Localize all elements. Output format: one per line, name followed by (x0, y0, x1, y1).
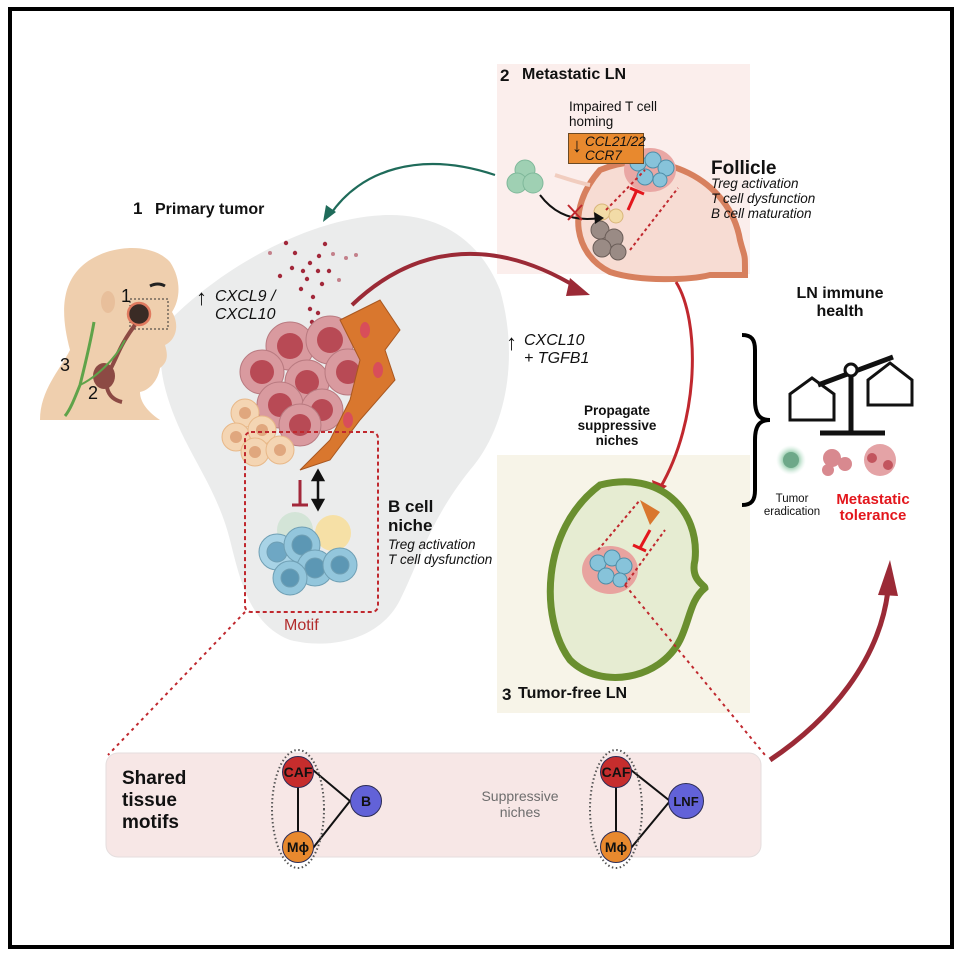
propagate-label-3: niches (595, 433, 639, 448)
gene-ccl21-22: CCL21/22 (585, 134, 646, 149)
motif-right-caf-node: CAF (600, 756, 632, 788)
downregulated-genes: CCL21/22 CCR7 (585, 134, 646, 164)
blocked-homing-arrow (539, 194, 601, 221)
gene-cxcl10-ln: CXCL10 (524, 332, 585, 349)
bidirectional-arrow (310, 468, 326, 512)
tumor-eradication-label-1: Tumor (775, 493, 809, 505)
suppressive-niches-label-1: Suppressive (481, 788, 559, 804)
propagate-arrow (658, 281, 694, 489)
tumor-free-lymph-node (546, 478, 709, 681)
metastatic-tumor-icon (822, 444, 896, 476)
metastatic-ln-number: 2 (500, 66, 510, 85)
blocked-x-icon (567, 204, 583, 221)
motif-right-mphi-node: Mϕ (600, 831, 632, 863)
balance-title-1: LN immune (796, 285, 884, 302)
gene-cxcl9: CXCL9 / (215, 288, 276, 305)
follicle-title: Follicle (711, 158, 777, 179)
gene-ccr7: CCR7 (585, 148, 622, 164)
head-label-1: 1 (121, 286, 132, 306)
homing-note-2: homing (569, 114, 614, 129)
balance-title-2: health (816, 303, 864, 320)
t-cell-return-arrow (329, 163, 496, 216)
figure-frame (8, 7, 954, 949)
tumor-cell-cluster (239, 315, 372, 447)
metastatic-tolerance-label-2: tolerance (839, 507, 907, 524)
metastasis-arrow (350, 251, 580, 307)
tolerance-arrow (768, 589, 891, 763)
up-arrow-icon: ↑ (196, 285, 207, 310)
teal-arrowhead (323, 205, 336, 222)
motif-right-lnf-node: LNF (668, 783, 704, 819)
follicle-effect-tcell: T cell dysfunction (711, 191, 816, 206)
chemokine-dots (268, 240, 358, 325)
up-arrow-icon-2: ↑ (506, 330, 517, 355)
metastatic-tolerance-label-1: Metastatic (836, 491, 910, 508)
tumor-free-ln-number: 3 (502, 685, 512, 704)
follicle-effect-bcell: B cell maturation (711, 206, 812, 221)
motif-network-right-edges (615, 769, 671, 849)
homing-note-1: Impaired T cell (569, 99, 658, 114)
gene-tgfb1: + TGFB1 (524, 350, 590, 367)
metastasis-arrowhead (566, 278, 590, 296)
follicle-effect-treg: Treg activation (711, 176, 799, 191)
shared-motifs-panel (105, 752, 762, 858)
b-cell-niche-title-2: niche (388, 516, 433, 535)
motif-connector-right (624, 584, 766, 756)
balance-scale-icon (788, 354, 914, 436)
tumor-eradication-label-2: eradication (763, 506, 821, 518)
motif-label: Motif (284, 617, 319, 634)
downregulated-genes-box: ↓ CCL21/22 CCR7 (568, 133, 646, 164)
primary-tumor-title: Primary tumor (155, 201, 265, 218)
motif-left-caf-node: CAF (282, 756, 314, 788)
down-arrow-icon: ↓ (572, 135, 582, 157)
motif-right-grouping (589, 749, 643, 869)
primary-tumor-number: 1 (133, 199, 143, 218)
motifs-title-3: motifs (122, 812, 179, 833)
primary-tumor-region (160, 215, 509, 644)
motifs-title-2: tissue (122, 790, 177, 811)
metastatic-ln-title: Metastatic LN (522, 66, 627, 83)
motif-box (244, 431, 379, 613)
t-cell-cluster (506, 159, 544, 194)
motif-left-mphi-node: Mϕ (282, 831, 314, 863)
propagate-label-1: Propagate (583, 403, 651, 418)
b-cell-cluster (258, 512, 358, 596)
motif-connector-left (107, 611, 246, 756)
macrophage-cells (221, 398, 295, 467)
niche-effect-tcell: T cell dysfunction (388, 552, 493, 567)
b-cell-niche-title-1: B cell (388, 497, 434, 516)
motif-network-left-edges (297, 769, 351, 849)
gene-cxcl10: CXCL10 (215, 306, 276, 323)
head-label-2: 2 (88, 383, 99, 403)
curly-brace (741, 333, 771, 507)
niche-effect-treg: Treg activation (388, 537, 476, 552)
caf-fibroblasts (299, 299, 401, 471)
suppressive-niches-label-2: niches (499, 804, 541, 820)
motif-left-grouping (271, 749, 325, 869)
head-label-3: 3 (60, 355, 71, 375)
motif-left-b-node: B (350, 785, 382, 817)
head-illustration (40, 248, 179, 420)
tumor-free-ln-title: Tumor-free LN (518, 685, 628, 702)
propagate-label-2: suppressive (577, 418, 657, 433)
motifs-title-1: Shared (122, 768, 187, 789)
inhibition-marker (292, 480, 308, 507)
